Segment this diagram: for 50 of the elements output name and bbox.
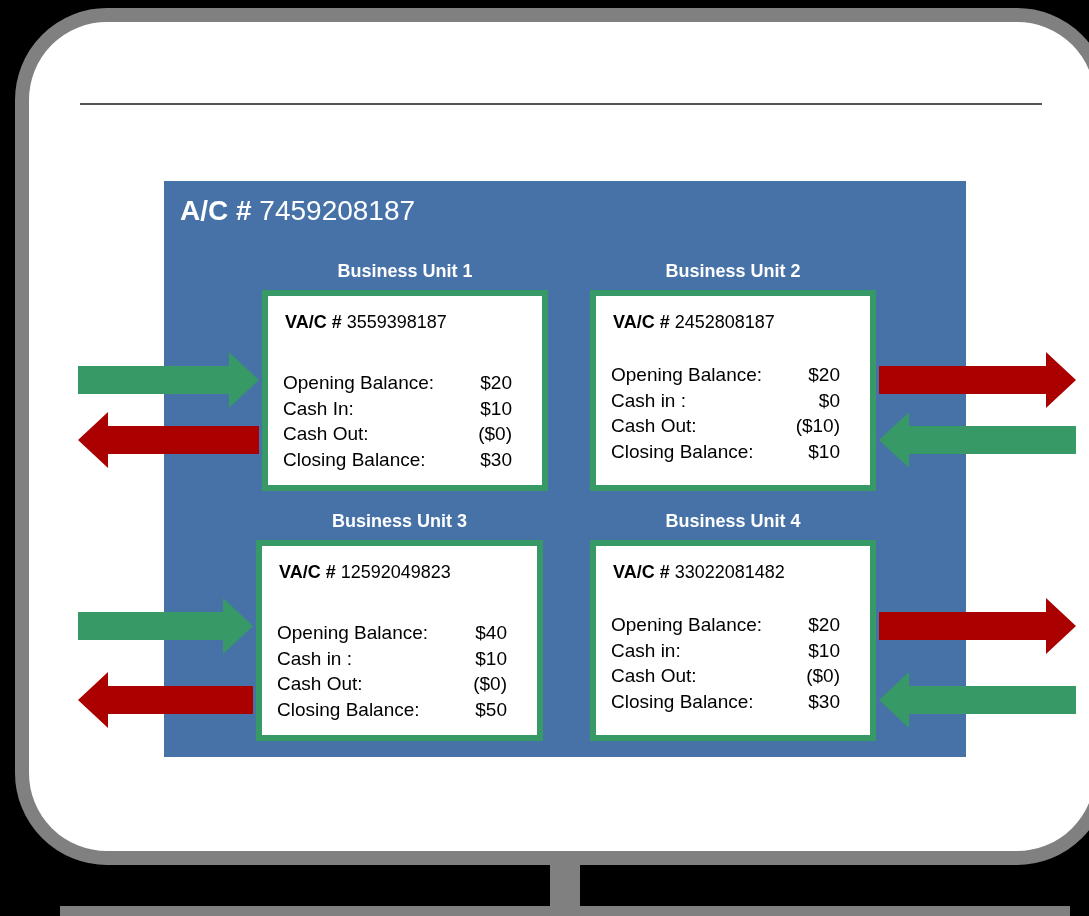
balance-label: Cash Out: bbox=[277, 672, 364, 696]
block-arrow bbox=[879, 598, 1076, 654]
balance-label: Cash Out: bbox=[611, 664, 698, 688]
unit-heading: Business Unit 2 bbox=[664, 260, 802, 283]
block-arrow bbox=[879, 412, 1076, 468]
balance-label: Closing Balance: bbox=[611, 439, 755, 464]
balance-label: Opening Balance: bbox=[611, 363, 764, 387]
balance-label: Cash in : bbox=[277, 646, 353, 671]
unit-heading: Business Unit 3 bbox=[330, 510, 468, 533]
balance-value: $30 bbox=[807, 689, 840, 714]
balance-label: Cash In: bbox=[283, 396, 355, 421]
balance-value: $10 bbox=[474, 646, 507, 671]
balance-value: ($0) bbox=[478, 422, 512, 446]
balance-value: $30 bbox=[479, 447, 512, 472]
virtual-account-number: VA/C # 2452808187 bbox=[613, 312, 775, 333]
balance-value: $20 bbox=[807, 613, 840, 637]
virtual-account-number: VA/C # 12592049823 bbox=[279, 562, 451, 583]
virtual-account-number: VA/C # 33022081482 bbox=[613, 562, 785, 583]
balance-value: $40 bbox=[474, 621, 507, 645]
balance-value: $20 bbox=[807, 363, 840, 387]
balance-value: $10 bbox=[807, 638, 840, 663]
balance-label: Cash in : bbox=[611, 388, 687, 413]
balance-value: $50 bbox=[474, 697, 507, 722]
unit-heading: Business Unit 4 bbox=[664, 510, 802, 533]
balance-value: $20 bbox=[479, 371, 512, 395]
block-arrow bbox=[78, 598, 253, 654]
balance-label: Closing Balance: bbox=[283, 447, 427, 472]
account-number: A/C # 7459208187 bbox=[180, 195, 416, 227]
block-arrow bbox=[879, 352, 1076, 408]
virtual-account-number: VA/C # 3559398187 bbox=[285, 312, 447, 333]
account-panel bbox=[164, 181, 966, 757]
balance-value: ($0) bbox=[806, 664, 840, 688]
balance-label: Opening Balance: bbox=[283, 371, 436, 395]
balance-label: Cash in: bbox=[611, 638, 682, 663]
balance-value: $10 bbox=[479, 396, 512, 421]
balance-label: Opening Balance: bbox=[277, 621, 430, 645]
balance-value: $0 bbox=[817, 388, 840, 413]
balance-value: ($0) bbox=[473, 672, 507, 696]
balance-label: Cash Out: bbox=[611, 414, 698, 438]
balance-label: Opening Balance: bbox=[611, 613, 764, 637]
balance-value: $10 bbox=[807, 439, 840, 464]
block-arrow bbox=[879, 672, 1076, 728]
block-arrow bbox=[78, 412, 259, 468]
balance-label: Closing Balance: bbox=[611, 689, 755, 714]
balance-label: Closing Balance: bbox=[277, 697, 421, 722]
balance-label: Cash Out: bbox=[283, 422, 370, 446]
balance-value: ($10) bbox=[795, 414, 840, 438]
block-arrow bbox=[78, 352, 259, 408]
unit-heading: Business Unit 1 bbox=[336, 260, 474, 283]
block-arrow bbox=[78, 672, 253, 728]
